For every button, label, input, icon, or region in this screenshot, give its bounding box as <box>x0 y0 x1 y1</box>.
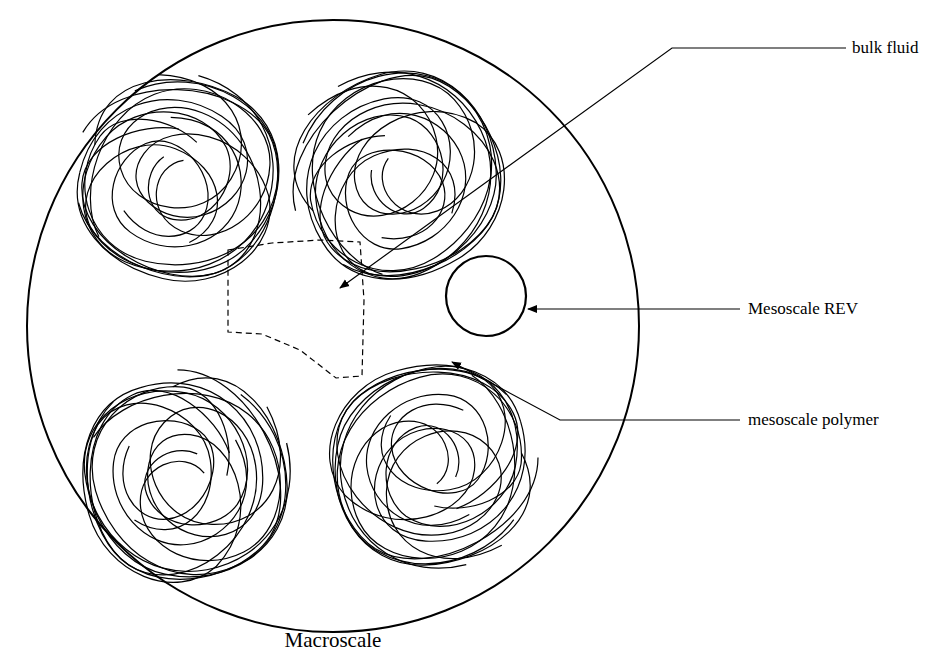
rev-circle <box>446 256 526 336</box>
scale-caption: Macroscale <box>285 629 382 652</box>
polymer-blob <box>60 58 294 296</box>
part-label: bulk fluid <box>852 39 919 58</box>
macroscale-circle <box>27 20 639 632</box>
part-label: Mesoscale REV <box>748 300 858 319</box>
bulk-fluid-region <box>228 240 364 378</box>
leader-line <box>528 308 740 309</box>
leader-line <box>340 48 846 288</box>
leader-line <box>452 362 740 420</box>
part-label: mesoscale polymer <box>748 411 879 430</box>
polymer-blob <box>53 343 321 608</box>
polymer-blob <box>304 335 564 598</box>
